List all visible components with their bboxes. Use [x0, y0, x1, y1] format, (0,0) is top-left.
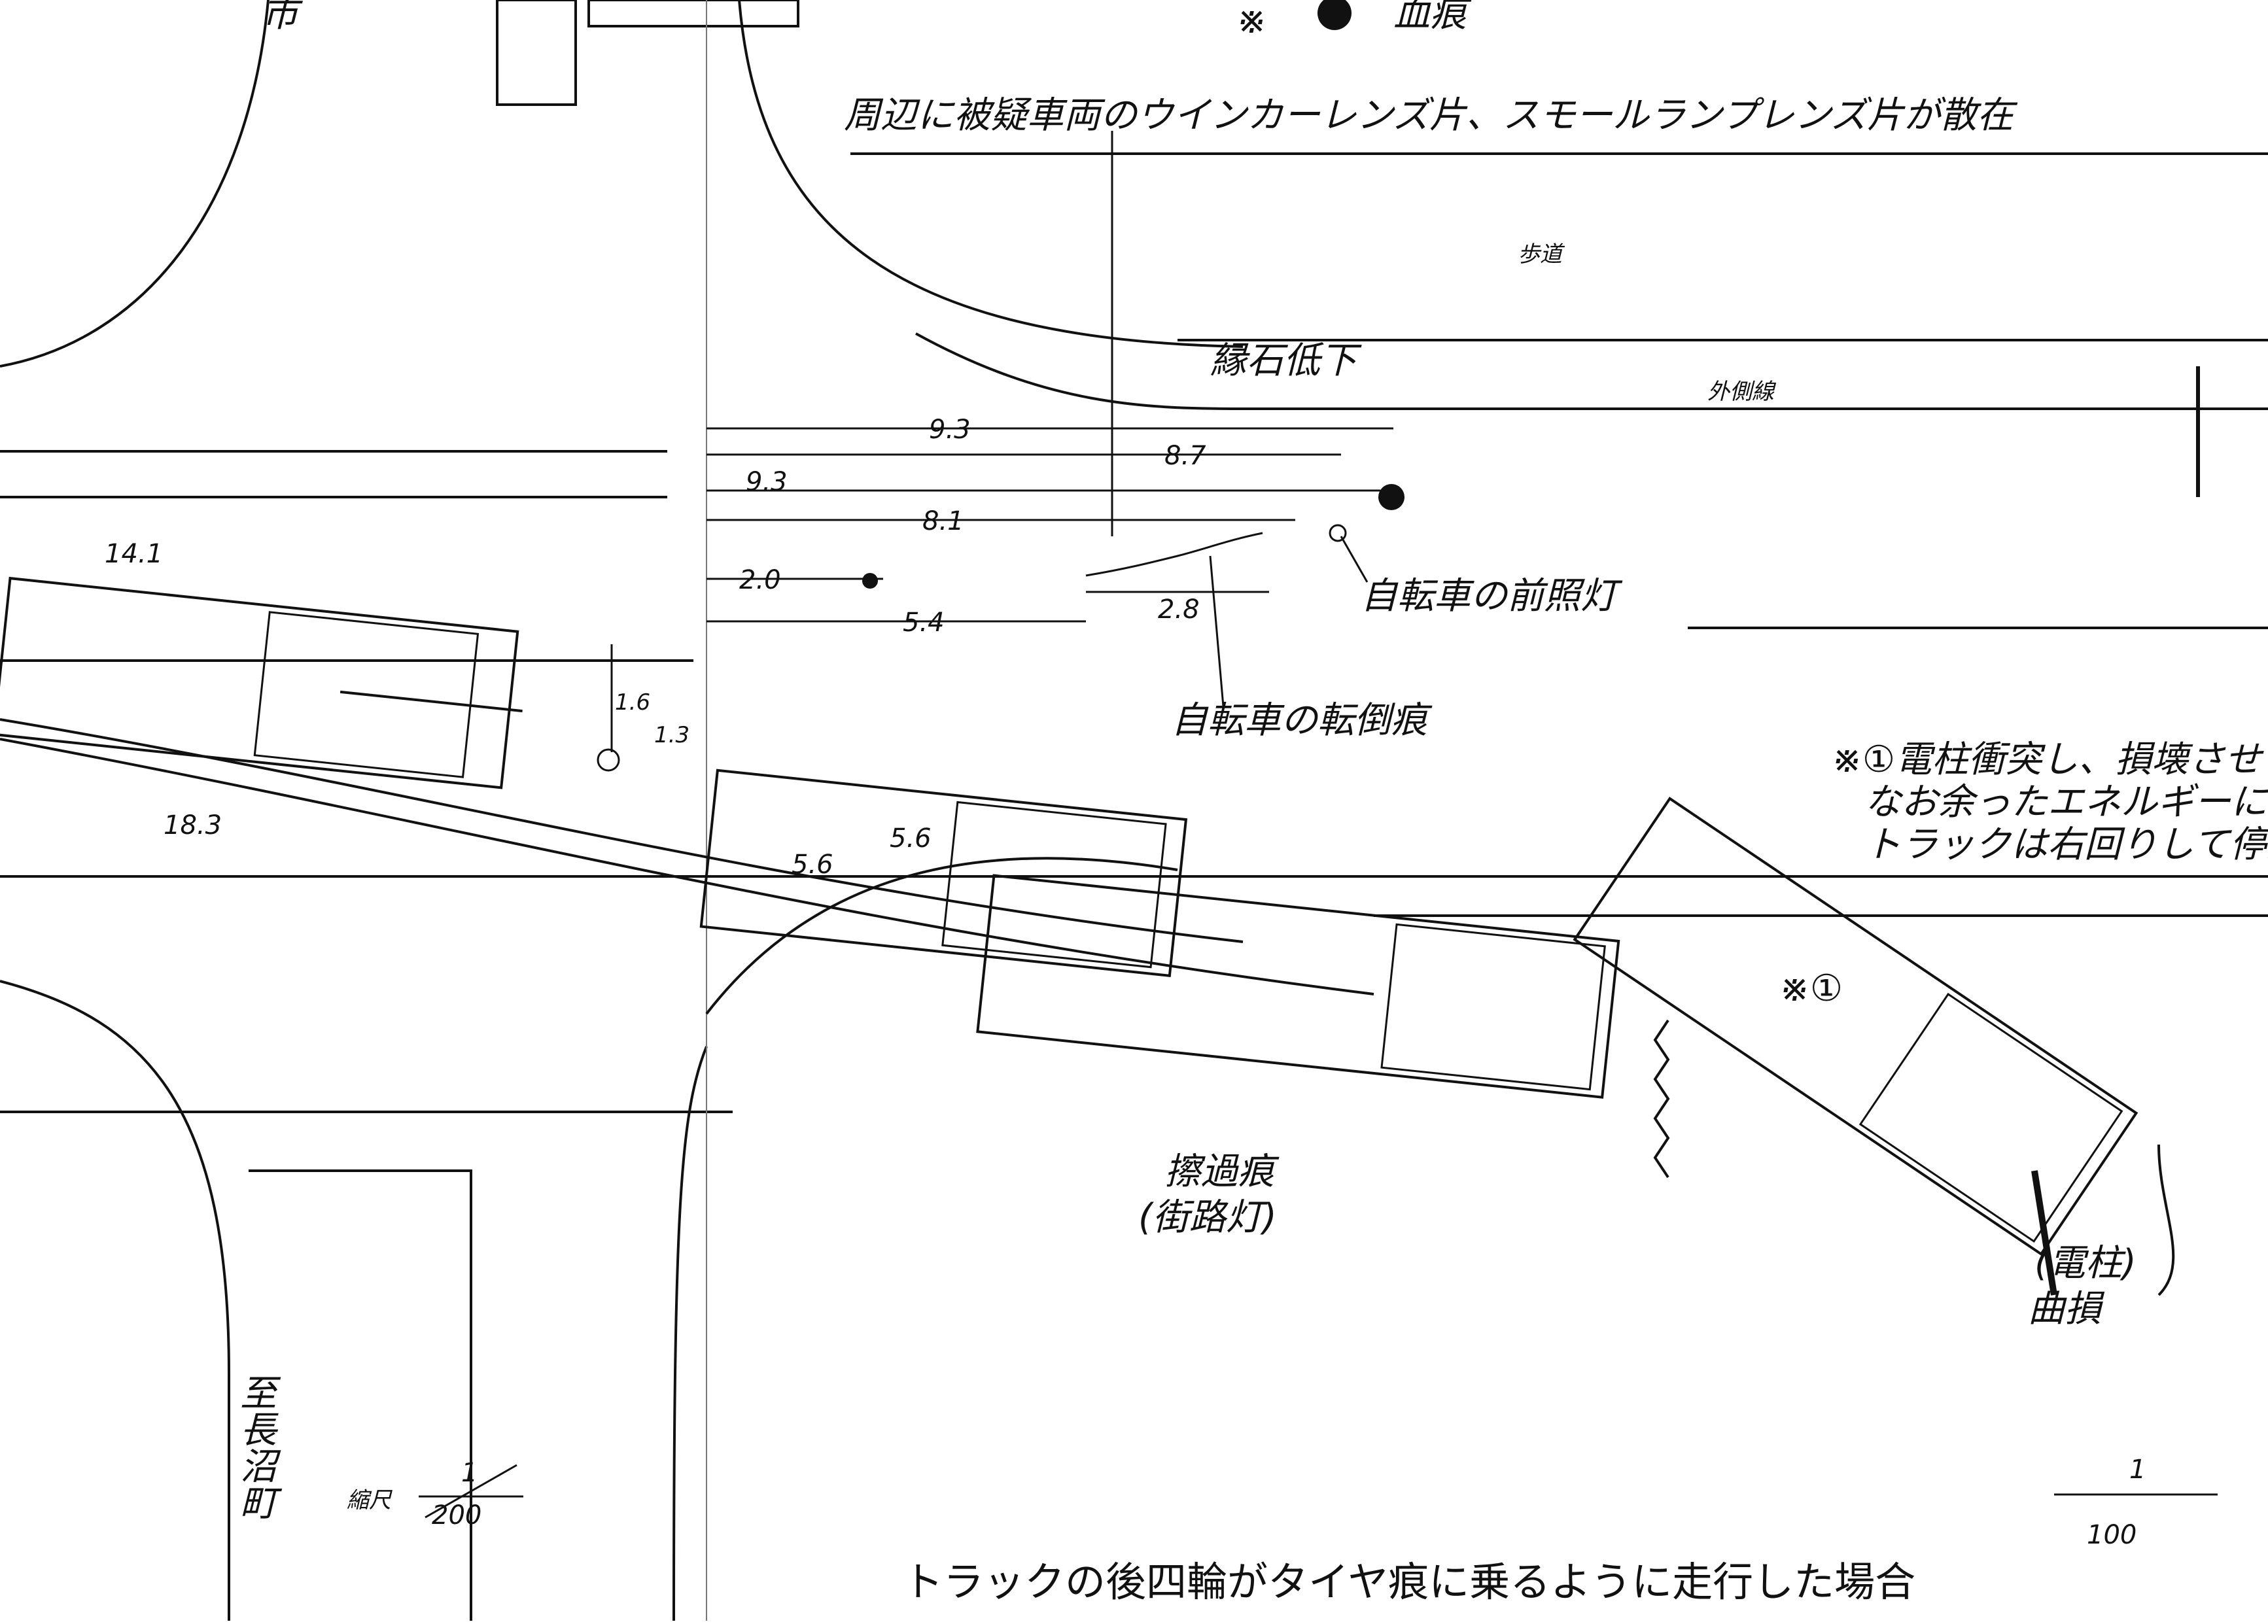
meas-8-7: 8.7 [1164, 441, 1206, 471]
scale-crossed-den: 200 [432, 1500, 481, 1530]
truck-positions [0, 576, 2138, 1296]
note-line-1: ※①電柱衝突し、損壊させて [1832, 738, 2268, 781]
truck-2 [699, 769, 1188, 977]
pole-mark [2031, 1170, 2057, 1296]
curb-drop-label: 縁石低下 [1210, 339, 1362, 382]
wavy-mark [1653, 1019, 1670, 1179]
truck-4 [1573, 797, 2138, 1256]
headlight-mark [1329, 524, 1347, 542]
meas-9-3-b: 9.3 [746, 467, 788, 497]
tire-track-lower [0, 738, 1374, 995]
meas-5-4: 5.4 [903, 608, 945, 638]
tire-track-upper [0, 718, 1244, 943]
sidewalk-label: 歩道 [1518, 241, 1565, 268]
meas-1-6: 1.6 [615, 689, 650, 716]
meas-8-1: 8.1 [922, 506, 964, 536]
meas-9-3-a: 9.3 [929, 415, 971, 445]
scale-crossed-num: 1 [461, 1458, 478, 1488]
bike-headlight-label: 自転車の前照灯 [1361, 575, 1623, 617]
top-blood-mark [1317, 0, 1352, 30]
right-arc [2157, 1144, 2175, 1296]
outer-line-label: 外側線 [1707, 379, 1777, 405]
pole-label: (電柱) [2034, 1242, 2137, 1285]
curb-line [915, 332, 2268, 410]
curb-bottom-center [672, 1046, 708, 1621]
note-line-3: トラックは右回りして停止 [1864, 823, 2268, 866]
meas-14-1: 14.1 [105, 539, 163, 569]
meas-1-3: 1.3 [654, 722, 689, 748]
place-top-left: 市 [262, 0, 303, 35]
scale-num: 1 [2129, 1455, 2146, 1485]
bike-skid [1085, 532, 1263, 577]
building-top-left [496, 0, 577, 106]
meas-5-6-a: 5.6 [890, 823, 932, 854]
measurement-lines [610, 131, 1393, 752]
meas-18-3: 18.3 [164, 810, 222, 840]
blood-mark [1378, 484, 1404, 510]
meas-2-0: 2.0 [739, 565, 781, 595]
leader-fall [1209, 555, 1225, 707]
leader-headlight [1340, 536, 1369, 583]
scale-label: 縮尺 [347, 1487, 393, 1513]
marker-1-label: ※① [1779, 967, 1843, 1010]
scale-lines [419, 1464, 2218, 1519]
scene-marks [597, 0, 1404, 772]
lot-bottom-left [249, 1169, 472, 1621]
truck-3 [976, 874, 1620, 1099]
scatter-note: 周辺に被疑車両のウインカーレンズ片、スモールランプレンズ片が散在 [844, 94, 2018, 137]
truck-1 [0, 576, 523, 789]
note-line-2: なお余ったエネルギーにより [1864, 781, 2268, 823]
place-bottom-left: 至長沼町 [234, 1373, 277, 1520]
meas-5-6-b: 5.6 [792, 850, 833, 880]
curb-bottom-left [0, 980, 230, 1621]
large-arc [705, 857, 1178, 1015]
curb-top-right-curve [738, 0, 1244, 348]
scrape-mark-label: 擦過痕 [1164, 1150, 1280, 1193]
scale-den: 100 [2087, 1520, 2137, 1550]
top-mark-prefix: ※ [1236, 0, 1267, 42]
small-mark [862, 573, 878, 589]
bike-fall-mark-label: 自転車の転倒痕 [1171, 699, 1433, 742]
curb-top-left-curve [0, 0, 270, 368]
x-mark-circle [597, 748, 620, 772]
pole-bent-label: 曲損 [2028, 1288, 2105, 1330]
diagram-title: トラックの後四輪がタイヤ痕に乗るように走行した場合 [903, 1558, 1915, 1606]
scale-cross-stroke [425, 1464, 517, 1519]
meas-2-8: 2.8 [1158, 595, 1200, 625]
building-top [587, 0, 799, 27]
scrape-mark-sub: (街路灯) [1138, 1196, 1277, 1239]
top-mark-suffix: 血痕 [1393, 0, 1472, 35]
